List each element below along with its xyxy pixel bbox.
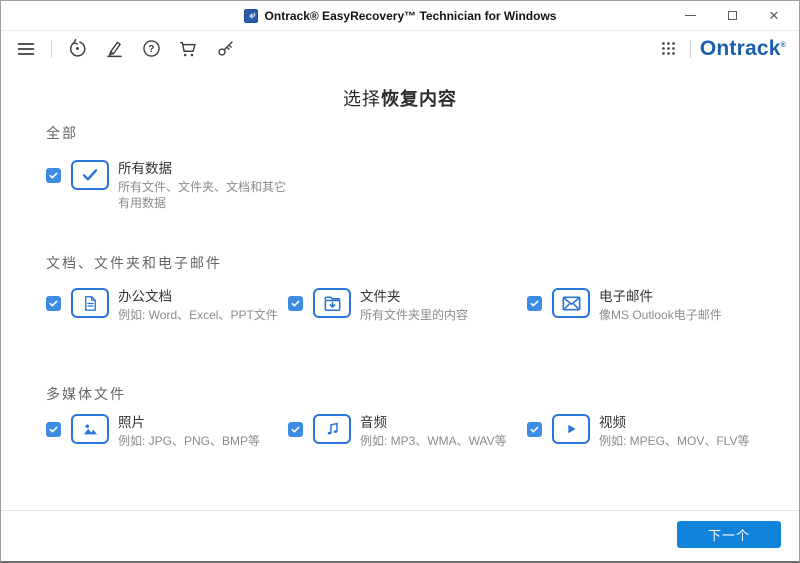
nine-dot-grid-icon[interactable] — [657, 37, 681, 61]
brand-registered-mark: ® — [780, 42, 786, 49]
item-audio: 音频 例如: MP3、WMA、WAV等 — [288, 414, 527, 450]
page-title: 选择恢复内容 — [343, 89, 457, 109]
item-description: 例如: Word、Excel、PPT文件 — [118, 308, 278, 323]
item-folders: 文件夹 所有文件夹里的内容 — [288, 288, 527, 324]
play-icon — [552, 414, 590, 444]
document-icon — [71, 288, 109, 318]
item-description: 例如: MP3、WMA、WAV等 — [360, 434, 507, 449]
shopping-cart-icon[interactable] — [176, 37, 200, 61]
item-title: 办公文档 — [118, 289, 172, 304]
section-documents-items: 办公文档 例如: Word、Excel、PPT文件 文件夹 所有文件夹里的内容 — [46, 288, 777, 324]
item-email: 电子邮件 像MS Outlook电子邮件 — [527, 288, 777, 324]
toolbar-left: ? — [14, 37, 237, 61]
checkbox-all-data[interactable] — [46, 168, 61, 183]
item-description: 所有文件夹里的内容 — [360, 308, 469, 323]
circular-arrow-icon[interactable] — [65, 37, 89, 61]
brand-divider — [689, 39, 691, 58]
checkbox-office-documents[interactable] — [46, 296, 61, 311]
item-photos: 照片 例如: JPG、PNG、BMP等 — [46, 414, 288, 450]
checkbox-email[interactable] — [527, 296, 542, 311]
ontrack-logo: Ontrack® — [699, 37, 786, 60]
section-label-documents: 文档、文件夹和电子邮件 — [46, 255, 222, 271]
item-description: 所有文件、文件夹、文档和其它有用数据 — [118, 180, 287, 210]
item-video: 视频 例如: MPEG、MOV、FLV等 — [527, 414, 777, 450]
section-multimedia-items: 照片 例如: JPG、PNG、BMP等 音频 例如: MP3、WMA、WAV等 — [46, 414, 777, 450]
svg-text:?: ? — [148, 44, 154, 55]
minimize-icon — [684, 15, 696, 16]
item-description: 例如: MPEG、MOV、FLV等 — [599, 434, 750, 449]
maximize-button[interactable] — [711, 1, 753, 30]
close-button[interactable]: ✕ — [753, 1, 795, 30]
window-title-group: Ontrack® EasyRecovery™ Technician for Wi… — [243, 8, 557, 23]
folder-download-icon — [313, 288, 351, 318]
footer-divider — [1, 510, 799, 511]
music-note-icon — [313, 414, 351, 444]
signature-pen-icon[interactable] — [102, 37, 126, 61]
section-label-all: 全部 — [46, 125, 78, 141]
minimize-button[interactable] — [669, 1, 711, 30]
photo-icon — [71, 414, 109, 444]
maximize-icon — [727, 11, 737, 20]
window-controls: ✕ — [669, 1, 795, 30]
toolbar-right: Ontrack® — [657, 37, 786, 61]
item-title: 音频 — [360, 415, 387, 430]
item-office-documents: 办公文档 例如: Word、Excel、PPT文件 — [46, 288, 288, 324]
item-title: 照片 — [118, 415, 145, 430]
item-title: 电子邮件 — [599, 289, 653, 304]
titlebar: Ontrack® EasyRecovery™ Technician for Wi… — [1, 1, 799, 31]
close-icon: ✕ — [768, 8, 780, 23]
toolbar: ? — [1, 32, 799, 65]
section-label-multimedia: 多媒体文件 — [46, 386, 126, 402]
key-icon[interactable] — [213, 37, 237, 61]
item-description: 像MS Outlook电子邮件 — [599, 308, 722, 323]
next-button[interactable]: 下一个 — [677, 521, 781, 548]
item-title: 视频 — [599, 415, 626, 430]
item-description: 例如: JPG、PNG、BMP等 — [118, 434, 261, 449]
checkbox-folders[interactable] — [288, 296, 303, 311]
checkbox-audio[interactable] — [288, 422, 303, 437]
item-all-data: 所有数据 所有文件、文件夹、文档和其它有用数据 — [46, 160, 288, 211]
app-icon — [243, 8, 258, 23]
check-badge-icon — [71, 160, 109, 190]
item-title: 所有数据 — [118, 161, 172, 176]
toolbar-divider — [51, 39, 52, 58]
checkbox-video[interactable] — [527, 422, 542, 437]
help-icon[interactable]: ? — [139, 37, 163, 61]
window-title: Ontrack® EasyRecovery™ Technician for Wi… — [264, 8, 557, 23]
section-all-items: 所有数据 所有文件、文件夹、文档和其它有用数据 — [46, 160, 777, 211]
item-title: 文件夹 — [360, 289, 401, 304]
checkbox-photos[interactable] — [46, 422, 61, 437]
hamburger-menu-icon[interactable] — [14, 37, 38, 61]
email-icon — [552, 288, 590, 318]
